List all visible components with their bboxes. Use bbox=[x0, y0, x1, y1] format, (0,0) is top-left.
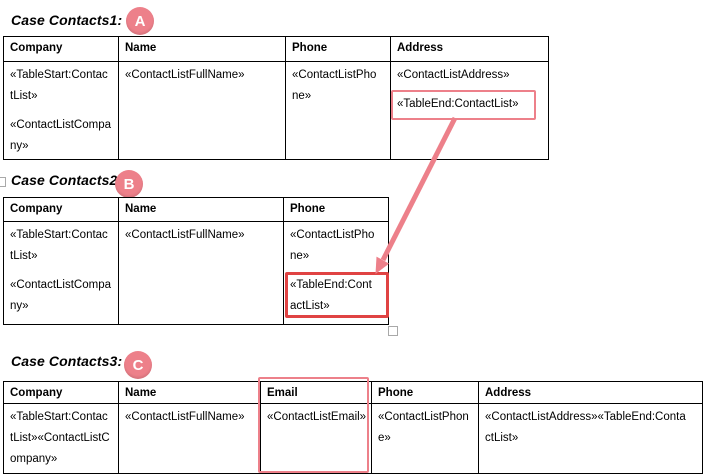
badge-c: C bbox=[124, 351, 152, 379]
column-header-phone[interactable]: Phone bbox=[285, 36, 391, 62]
table-anchor-handle[interactable] bbox=[0, 177, 6, 187]
cell-phone[interactable]: «ContactListPho ne» «TableEnd:Cont actLi… bbox=[283, 221, 389, 325]
merge-field-tableend: «ContactListAddress»«TableEnd:Conta ctLi… bbox=[485, 411, 686, 444]
cell-phone[interactable]: «ContactListPho ne» bbox=[285, 61, 391, 160]
merge-field: «ContactListAddress» bbox=[397, 69, 510, 81]
column-header-name[interactable]: Name bbox=[118, 36, 286, 62]
merge-field: «ContactListPho ne» bbox=[292, 69, 377, 102]
case-contacts1-table: Company Name Phone Address «TableStart:C… bbox=[3, 36, 549, 160]
cell-company[interactable]: «TableStart:Contac tList» «ContactListCo… bbox=[3, 61, 119, 160]
merge-field: «TableStart:Contac tList» bbox=[10, 229, 108, 262]
merge-field: «ContactListPhon e» bbox=[378, 411, 469, 444]
cell-company[interactable]: «TableStart:Contac tList» «ContactListCo… bbox=[3, 221, 119, 325]
column-header-phone[interactable]: Phone bbox=[283, 197, 389, 222]
merge-field: «ContactListFullName» bbox=[125, 69, 245, 81]
merge-field-tableend: «TableEnd:Cont actList» bbox=[290, 279, 372, 312]
merge-field: «TableStart:Contac tList» bbox=[10, 69, 108, 102]
cell-company[interactable]: «TableStart:Contac tList»«ContactListC o… bbox=[3, 403, 119, 474]
column-header-address[interactable]: Address bbox=[478, 381, 703, 404]
column-header-company[interactable]: Company bbox=[3, 36, 119, 62]
column-header-address[interactable]: Address bbox=[390, 36, 549, 62]
cell-address[interactable]: «ContactListAddress»«TableEnd:Conta ctLi… bbox=[478, 403, 703, 474]
cell-email[interactable]: «ContactListEmail» bbox=[260, 403, 372, 474]
column-header-company[interactable]: Company bbox=[3, 381, 119, 404]
table-header-row: Company Name Email Phone Address bbox=[3, 381, 703, 404]
merge-field: «TableStart:Contac tList»«ContactListC o… bbox=[10, 411, 110, 465]
case-contacts3-table: Company Name Email Phone Address «TableS… bbox=[3, 381, 703, 474]
cell-address[interactable]: «ContactListAddress» «TableEnd:ContactLi… bbox=[390, 61, 549, 160]
table-row: «TableStart:Contac tList» «ContactListCo… bbox=[3, 61, 549, 160]
cell-phone[interactable]: «ContactListPhon e» bbox=[371, 403, 479, 474]
table-header-row: Company Name Phone bbox=[3, 197, 389, 222]
case-contacts1-heading[interactable]: Case Contacts1: bbox=[11, 12, 123, 28]
cell-name[interactable]: «ContactListFullName» bbox=[118, 403, 261, 474]
merge-field: «ContactListEmail» bbox=[267, 411, 367, 423]
merge-field-tableend: «TableEnd:ContactList» bbox=[397, 98, 519, 110]
column-header-phone[interactable]: Phone bbox=[371, 381, 479, 404]
merge-field: «ContactListCompa ny» bbox=[10, 119, 111, 152]
case-contacts2-heading[interactable]: Case Contacts2 bbox=[11, 172, 118, 188]
column-header-company[interactable]: Company bbox=[3, 197, 119, 222]
table-row: «TableStart:Contac tList»«ContactListC o… bbox=[3, 403, 703, 474]
badge-b: B bbox=[115, 170, 143, 198]
column-header-email[interactable]: Email bbox=[260, 381, 372, 404]
cell-name[interactable]: «ContactListFullName» bbox=[118, 61, 286, 160]
merge-field: «ContactListPho ne» bbox=[290, 229, 375, 262]
column-header-name[interactable]: Name bbox=[118, 381, 261, 404]
merge-field: «ContactListFullName» bbox=[125, 229, 245, 241]
case-contacts2-table: Company Name Phone «TableStart:Contac tL… bbox=[3, 197, 389, 325]
cell-name[interactable]: «ContactListFullName» bbox=[118, 221, 284, 325]
table-resize-handle[interactable] bbox=[388, 326, 398, 336]
table-row: «TableStart:Contac tList» «ContactListCo… bbox=[3, 221, 389, 325]
merge-field: «ContactListFullName» bbox=[125, 411, 245, 423]
table-header-row: Company Name Phone Address bbox=[3, 36, 549, 62]
case-contacts3-heading[interactable]: Case Contacts3: bbox=[11, 353, 123, 369]
badge-a: A bbox=[126, 7, 154, 35]
column-header-name[interactable]: Name bbox=[118, 197, 284, 222]
merge-field: «ContactListCompa ny» bbox=[10, 279, 111, 312]
